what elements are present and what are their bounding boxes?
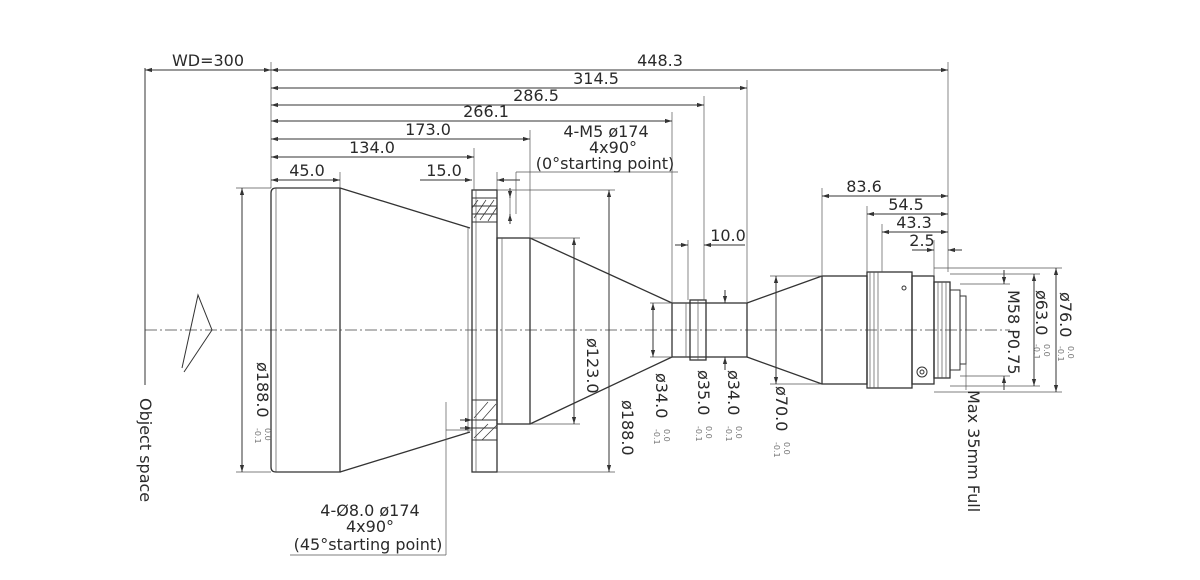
dim-286: 286.5 bbox=[513, 86, 559, 105]
svg-text:0.0: 0.0 bbox=[263, 428, 272, 441]
dim-d123: ø123.0 bbox=[583, 338, 602, 394]
diameter-dimensions: ø188.0 0.0 -0.1 ø123.0 ø188.0 ø34.0 0.0 … bbox=[236, 187, 1075, 473]
top-hole-hatch bbox=[471, 197, 498, 223]
svg-text:0.0: 0.0 bbox=[662, 429, 671, 442]
dim-d70: ø70.0 bbox=[772, 386, 791, 431]
horizontal-dimensions: WD=300 448.3 314.5 286.5 266.1 173.0 134… bbox=[145, 51, 962, 303]
dim-10: 10.0 bbox=[710, 226, 746, 245]
svg-text:-0.1: -0.1 bbox=[724, 426, 733, 442]
svg-text:0.0: 0.0 bbox=[734, 426, 743, 439]
top-hole-note: 4-M5 ø174 4x90° (0°starting point) bbox=[507, 122, 678, 224]
label-max-full: Max 35mm Full bbox=[964, 390, 983, 512]
dim-15: 15.0 bbox=[426, 161, 462, 180]
dim-173: 173.0 bbox=[405, 120, 451, 139]
note-bottom-hole-1: 4-Ø8.0 ø174 bbox=[320, 501, 419, 520]
dim-d63: ø63.0 bbox=[1032, 290, 1051, 335]
svg-text:-0.1: -0.1 bbox=[694, 426, 703, 442]
note-top-hole-2: 4x90° bbox=[589, 138, 637, 157]
svg-text:0.0: 0.0 bbox=[1042, 344, 1051, 357]
svg-text:-0.1: -0.1 bbox=[1056, 346, 1065, 362]
dim-2-5: 2.5 bbox=[909, 231, 934, 250]
note-bottom-hole-3: (45°starting point) bbox=[294, 535, 443, 554]
svg-text:-0.1: -0.1 bbox=[1032, 344, 1041, 360]
svg-text:0.0: 0.0 bbox=[1066, 346, 1075, 359]
svg-text:0.0: 0.0 bbox=[704, 426, 713, 439]
bottom-hole-note: 4-Ø8.0 ø174 4x90° (45°starting point) bbox=[290, 402, 472, 556]
dim-d34-a: ø34.0 bbox=[652, 373, 671, 418]
neck-section bbox=[671, 302, 748, 358]
label-object-space: Object space bbox=[136, 398, 155, 502]
dim-wd: WD=300 bbox=[172, 51, 244, 70]
dim-43: 43.3 bbox=[896, 213, 932, 232]
note-top-hole-1: 4-M5 ø174 bbox=[563, 122, 648, 141]
note-bottom-hole-2: 4x90° bbox=[346, 517, 394, 536]
dim-448: 448.3 bbox=[637, 51, 683, 70]
dim-45: 45.0 bbox=[289, 161, 325, 180]
mount-cone bbox=[746, 275, 823, 385]
svg-text:-0.1: -0.1 bbox=[772, 442, 781, 458]
dim-d188-flange: ø188.0 bbox=[618, 400, 637, 456]
dim-134: 134.0 bbox=[349, 138, 395, 157]
dim-d76: ø76.0 bbox=[1056, 292, 1075, 337]
note-top-hole-3: (0°starting point) bbox=[536, 154, 675, 173]
rear-cone bbox=[529, 237, 673, 425]
dim-83: 83.6 bbox=[846, 177, 882, 196]
set-screw bbox=[916, 366, 928, 378]
svg-text:-0.1: -0.1 bbox=[652, 429, 661, 445]
dim-m58: M58 P0.75 bbox=[1004, 290, 1023, 375]
lens-body bbox=[270, 187, 967, 473]
dim-d35: ø35.0 bbox=[694, 370, 713, 415]
object-space-break-symbol bbox=[181, 293, 213, 373]
svg-text:-0.1: -0.1 bbox=[253, 428, 262, 444]
svg-text:0.0: 0.0 bbox=[782, 442, 791, 455]
max-full-note: Max 35mm Full bbox=[964, 330, 983, 512]
dim-d188-front: ø188.0 bbox=[253, 362, 272, 418]
dim-266: 266.1 bbox=[463, 102, 509, 121]
dim-d34-b: ø34.0 bbox=[724, 370, 743, 415]
rear-boss bbox=[496, 237, 531, 425]
dim-54: 54.5 bbox=[888, 195, 924, 214]
front-cone bbox=[339, 187, 471, 473]
dim-314: 314.5 bbox=[573, 69, 619, 88]
